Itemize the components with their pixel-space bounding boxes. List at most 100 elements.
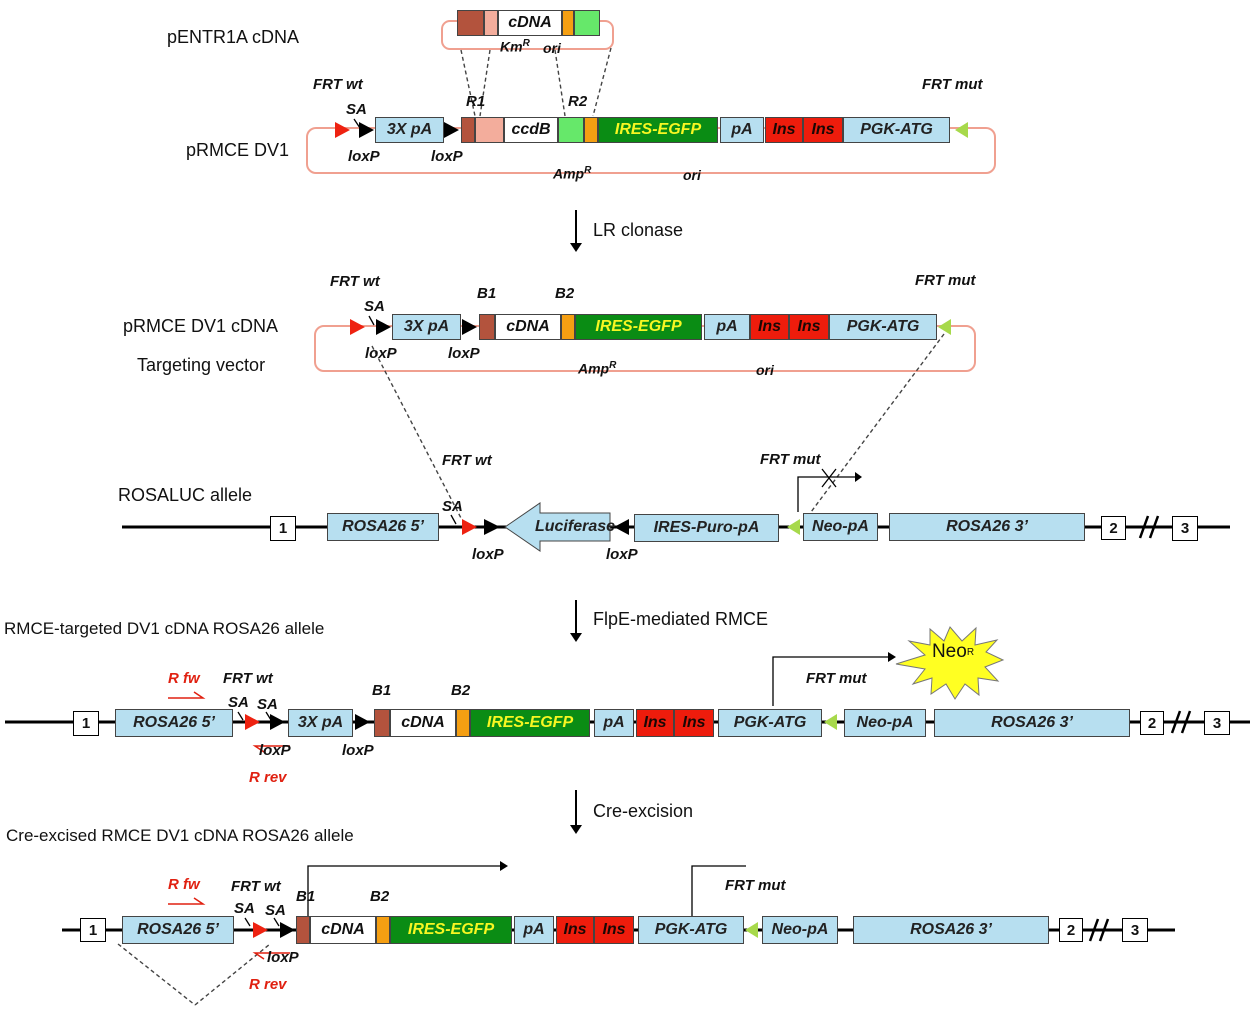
loxp-triangle [270, 714, 285, 730]
luciferase-label: Luciferase [534, 518, 616, 535]
frt-mut-label: FRT mut [760, 451, 821, 468]
loxp-label: loxP [348, 148, 380, 165]
ins-box: Ins [765, 117, 803, 143]
frt-mut-triangle [938, 319, 951, 335]
ires-egfp-box: IRES-EGFP [598, 117, 718, 143]
exon-3: 3 [1172, 516, 1198, 541]
frt-mut-triangle [824, 714, 837, 730]
exon-2: 2 [1140, 711, 1164, 735]
loxp-triangle [444, 122, 459, 138]
rosaluc-title: ROSALUC allele [118, 485, 253, 505]
ampicillin-label: AmpR [553, 165, 592, 182]
frt-mut-triangle [787, 519, 800, 535]
pgk-atg-box: PGK-ATG [829, 314, 937, 340]
r-fw-primer-label: R fw [168, 670, 200, 687]
frt-mut-triangle [955, 122, 968, 138]
prmce-cdna-title: pRMCE DV1 cDNA [123, 316, 279, 336]
attl1-brown-segment [457, 10, 484, 36]
frt-wt-triangle [253, 922, 268, 938]
sa-label: SA [442, 498, 463, 515]
b1-label: B1 [296, 888, 316, 905]
frt-mut-label: FRT mut [915, 272, 976, 289]
rosa26-5-box: ROSA26 5’ [122, 916, 234, 944]
attl1-pink-segment [484, 10, 498, 36]
frt-mut-triangle [745, 922, 758, 938]
frt-wt-label: FRT wt [442, 452, 492, 469]
rosa26-5-box: ROSA26 5’ [327, 513, 439, 541]
frt-wt-label: FRT wt [223, 670, 273, 687]
b2-label: B2 [370, 888, 390, 905]
loxp-label: loxP [431, 148, 463, 165]
loxp-triangle [280, 922, 295, 938]
prmce-title: pRMCE DV1 [186, 140, 290, 160]
cdna-box: cDNA [310, 916, 376, 944]
frt-wt-triangle [335, 122, 350, 138]
frt-wt-label: FRT wt [313, 76, 363, 93]
r-rev-primer-label: R rev [249, 976, 287, 993]
pgk-atg-box: PGK-ATG [718, 709, 822, 737]
rosa26-3-box: ROSA26 3’ [934, 709, 1130, 737]
neo-pa-box: Neo-pA [803, 513, 878, 541]
exon-3: 3 [1204, 711, 1230, 735]
exon-2: 2 [1101, 516, 1126, 540]
rosa26-3-box: ROSA26 3’ [889, 513, 1085, 541]
loxp-label: loxP [448, 345, 480, 362]
exon-3: 3 [1122, 918, 1148, 942]
loxp-label: loxP [342, 742, 374, 759]
attb1-segment [374, 709, 390, 737]
exon-1: 1 [270, 516, 296, 541]
ins-box: Ins [750, 314, 789, 340]
loxp-triangle [376, 319, 391, 335]
pa-box: pA [514, 916, 554, 944]
ins-box: Ins [594, 916, 634, 944]
b2-label: B2 [555, 285, 575, 302]
ins-box: Ins [803, 117, 843, 143]
r-rev-primer-label: R rev [249, 769, 287, 786]
sa-label: SA [234, 900, 255, 917]
ires-egfp-box: IRES-EGFP [390, 916, 512, 944]
attb2-segment [561, 314, 575, 340]
loxp-triangle [614, 519, 629, 535]
attr1-pink-segment [475, 117, 504, 143]
sa-label: SA [265, 902, 286, 919]
loxp-label: loxP [267, 949, 299, 966]
loxp-triangle [355, 714, 370, 730]
attr2-green-segment [558, 117, 584, 143]
frt-wt-triangle [462, 519, 477, 535]
exon-1: 1 [73, 711, 99, 736]
neo-star [895, 626, 1005, 700]
pa-box: pA [594, 709, 634, 737]
frt-mut-label: FRT mut [806, 670, 867, 687]
sa-label: SA [228, 694, 249, 711]
attr1-brown-segment [461, 117, 475, 143]
attr2-orange-segment [584, 117, 598, 143]
b2-label: B2 [451, 682, 471, 699]
cre-allele-title: Cre-excised RMCE DV1 cDNA ROSA26 allele [6, 826, 354, 845]
loxp-triangle [462, 319, 477, 335]
cdna-box: cDNA [390, 709, 456, 737]
targeting-vector-title: Targeting vector [137, 355, 266, 375]
ccdb-box: ccdB [504, 117, 558, 143]
frt-wt-triangle [350, 319, 365, 335]
luciferase-arrow [504, 502, 611, 552]
attb1-segment [479, 314, 495, 340]
ires-puro-pa-box: IRES-Puro-pA [634, 514, 779, 542]
ori-label: ori [756, 362, 774, 378]
loxp-triangle [359, 122, 374, 138]
kanamycin-label: KmR [500, 38, 530, 55]
r2-label: R2 [568, 93, 588, 110]
three-x-pa-box: 3X pA [392, 314, 461, 340]
pa-box: pA [704, 314, 750, 340]
frt-mut-label: FRT mut [922, 76, 983, 93]
cdna-box: cDNA [498, 10, 562, 36]
attl2-orange-segment [562, 10, 574, 36]
attb2-segment [456, 709, 470, 737]
r-fw-primer-label: R fw [168, 876, 200, 893]
sa-label: SA [364, 298, 385, 315]
sa-label: SA [257, 696, 278, 713]
neo-pa-box: Neo-pA [844, 709, 926, 737]
b1-label: B1 [477, 285, 497, 302]
sa-label: SA [346, 101, 367, 118]
ins-box: Ins [674, 709, 714, 737]
pa-box: pA [720, 117, 764, 143]
